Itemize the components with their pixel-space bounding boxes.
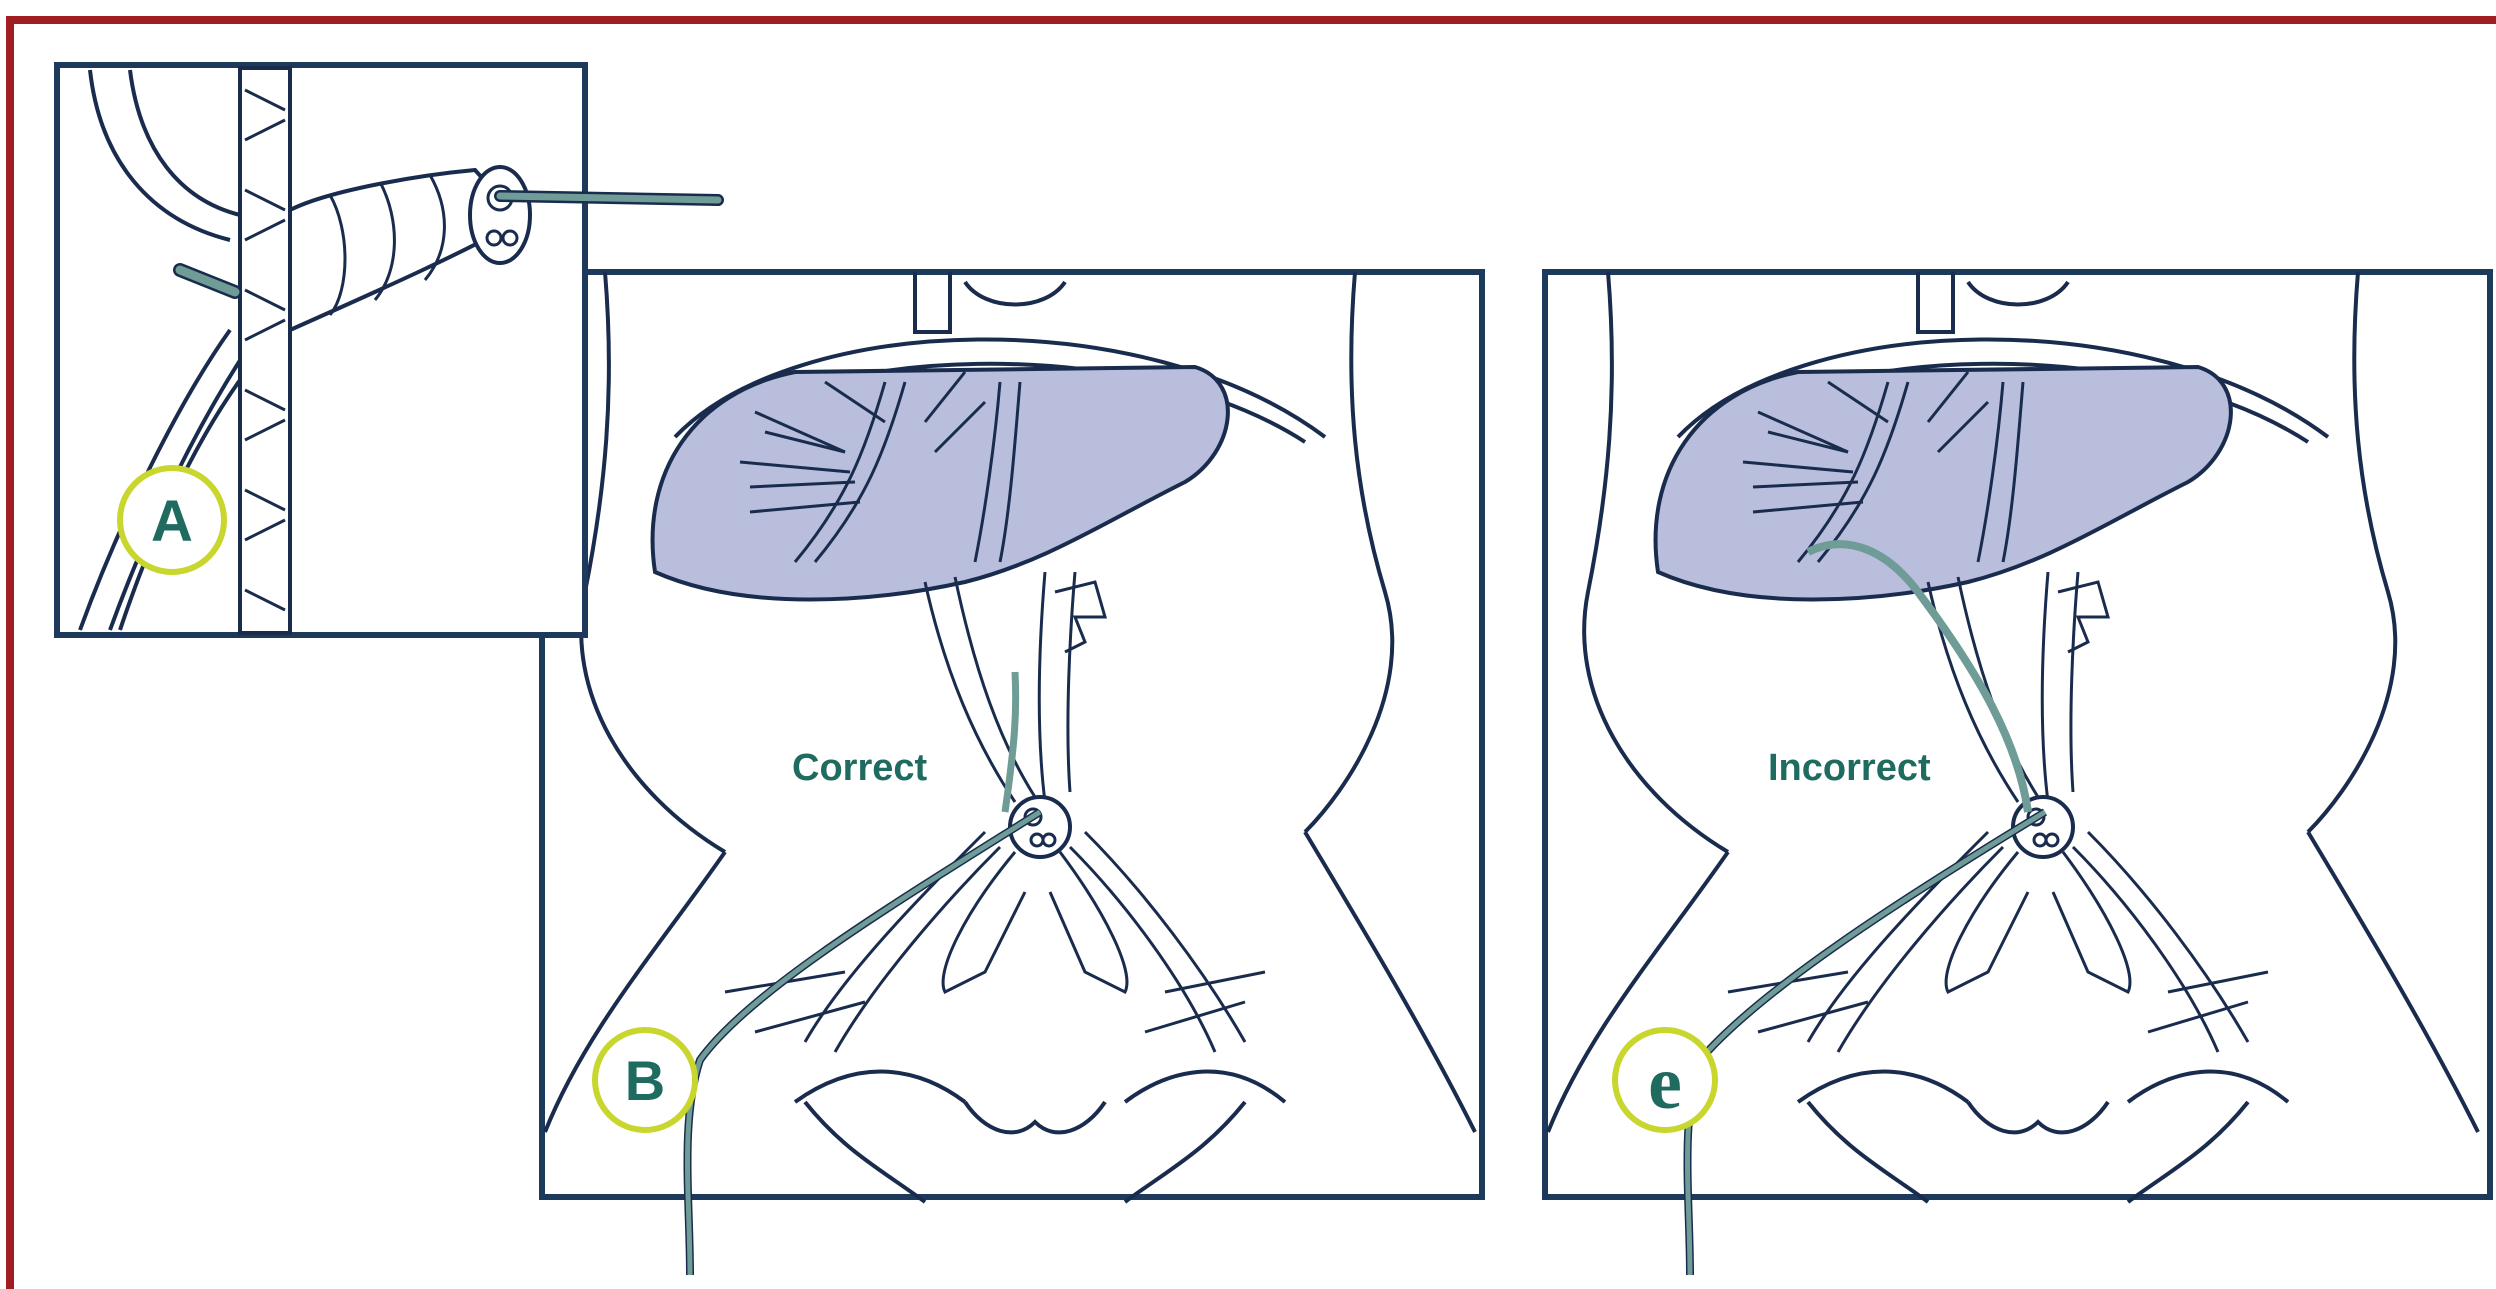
badge-a: A bbox=[120, 468, 224, 572]
incorrect-panel: Incorrect e bbox=[1545, 272, 2490, 1275]
correct-panel: Correct B bbox=[542, 272, 1482, 1275]
badge-b-letter: B bbox=[625, 1049, 665, 1112]
badge-b: B bbox=[595, 1030, 695, 1130]
catheter-tip-icon bbox=[470, 167, 530, 263]
catheter-icon bbox=[500, 196, 718, 200]
correct-label: Correct bbox=[792, 747, 927, 789]
badge-e: e bbox=[1615, 1030, 1715, 1130]
incorrect-label: Incorrect bbox=[1768, 747, 1931, 789]
badge-e-letter: e bbox=[1648, 1041, 1682, 1125]
badge-a-letter: A bbox=[151, 489, 193, 554]
